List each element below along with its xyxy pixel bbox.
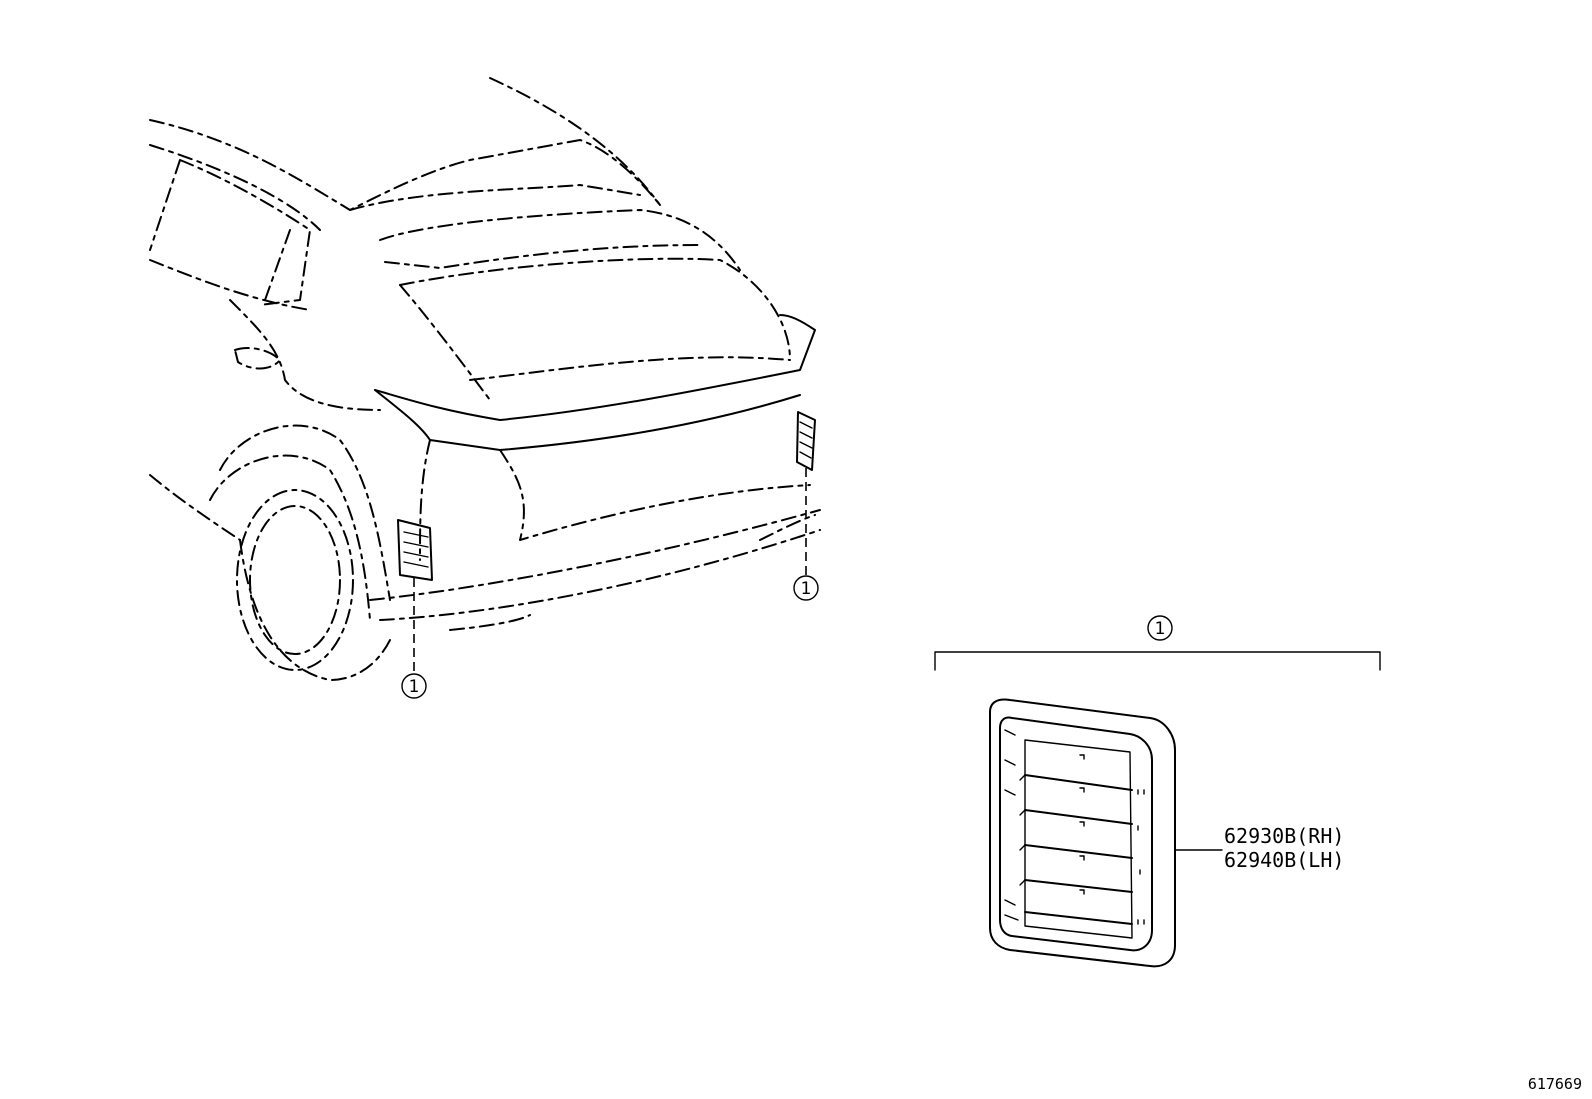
- detail-bracket: [934, 651, 1381, 671]
- callout-1-left: 1: [401, 673, 427, 699]
- part-number-rh: 62930B(RH): [1224, 824, 1344, 848]
- callout-1-detail-label: 1: [1155, 619, 1166, 639]
- part-number-lh: 62940B(LH): [1224, 848, 1344, 872]
- callout-1-right-label: 1: [801, 579, 812, 599]
- rear-bumper-duct-detail: [989, 698, 1176, 968]
- duct-on-vehicle-left: [397, 519, 433, 581]
- duct-on-vehicle-right: [796, 411, 816, 471]
- callout-1-left-label: 1: [409, 677, 420, 697]
- callout-1-detail: 1: [1147, 615, 1173, 641]
- illustration-code: 617669: [1528, 1075, 1582, 1093]
- vehicle-rear-outline: [149, 77, 821, 681]
- callout-1-right: 1: [793, 575, 819, 601]
